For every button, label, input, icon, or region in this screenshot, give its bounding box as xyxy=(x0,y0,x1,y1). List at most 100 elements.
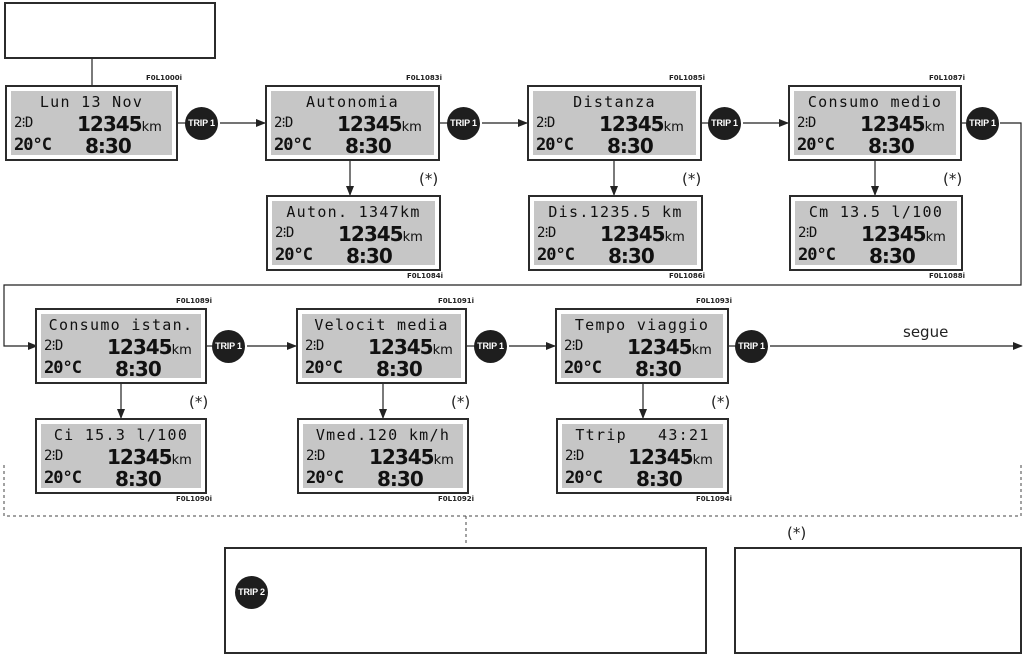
odometer-value: 12345 xyxy=(627,335,693,359)
odometer-unit: km xyxy=(924,120,945,135)
lcd-panel: Autonomia 2⁝D 20°C 12345km 8:30 xyxy=(265,85,440,161)
lcd-screen: Distanza 2⁝D 20°C 12345km 8:30 xyxy=(533,91,696,158)
odometer-unit: km xyxy=(171,453,192,468)
figure-code: F0L1083i xyxy=(406,74,442,82)
lcd-title: Ci 15.3 l/100 xyxy=(53,426,189,444)
odometer-value: 12345 xyxy=(628,445,694,469)
clock-readout: 8:30 xyxy=(346,244,393,268)
odometer-value: 12345 xyxy=(368,335,434,359)
lcd-title: Tempo viaggio xyxy=(574,316,710,334)
figure-code: F0L1090i xyxy=(176,495,212,503)
lcd-screen: Consumo medio 2⁝D 20°C 12345km 8:30 xyxy=(794,91,956,158)
clock-readout: 8:30 xyxy=(608,244,655,268)
lights-icon: 2⁝D xyxy=(305,338,324,354)
lcd-title: Cm 13.5 l/100 xyxy=(808,203,944,221)
temperature-readout: 20°C xyxy=(797,135,835,155)
asterisk-note: (*) xyxy=(682,170,702,188)
figure-code: F0L1089i xyxy=(176,297,212,305)
lcd-panel: Velocit media 2⁝D 20°C 12345km 8:30 xyxy=(296,308,467,384)
trip1-button: TRIP 1 xyxy=(447,107,480,140)
lights-icon: 2⁝D xyxy=(275,225,294,241)
asterisk-note: (*) xyxy=(943,170,963,188)
lcd-title: Consumo istan. xyxy=(48,316,194,334)
odometer-readout: 12345km xyxy=(861,222,946,246)
asterisk-note: (*) xyxy=(787,524,807,542)
lcd-screen: Lun 13 Nov 2⁝D 20°C 12345km 8:30 xyxy=(11,91,172,158)
lights-icon: 2⁝D xyxy=(44,338,63,354)
figure-code: F0L1087i xyxy=(929,74,965,82)
temperature-readout: 20°C xyxy=(536,135,574,155)
lcd-panel: Consumo istan. 2⁝D 20°C 12345km 8:30 xyxy=(35,308,207,384)
temperature-readout: 20°C xyxy=(44,468,82,488)
odometer-value: 12345 xyxy=(337,112,403,136)
lights-icon: 2⁝D xyxy=(274,115,293,131)
odometer-readout: 12345km xyxy=(628,445,713,469)
odometer-unit: km xyxy=(664,230,685,245)
temperature-readout: 20°C xyxy=(14,135,52,155)
lcd-screen: Ci 15.3 l/100 2⁝D 20°C 12345km 8:30 xyxy=(41,424,201,491)
clock-readout: 8:30 xyxy=(345,134,392,158)
odometer-unit: km xyxy=(692,453,713,468)
lights-icon: 2⁝D xyxy=(14,115,33,131)
lcd-title: Autonomia xyxy=(306,93,399,111)
odometer-value: 12345 xyxy=(107,335,173,359)
figure-code: F0L1093i xyxy=(696,297,732,305)
trip1-button: TRIP 1 xyxy=(212,330,245,363)
odometer-readout: 12345km xyxy=(599,112,684,136)
odometer-value: 12345 xyxy=(107,445,173,469)
figure-code: F0L1000i xyxy=(146,74,182,82)
odometer-unit: km xyxy=(691,343,712,358)
figure-code: F0L1094i xyxy=(696,495,732,503)
odometer-readout: 12345km xyxy=(600,222,685,246)
odometer-value: 12345 xyxy=(599,112,665,136)
trip1-button: TRIP 1 xyxy=(966,107,999,140)
lcd-screen: Velocit media 2⁝D 20°C 12345km 8:30 xyxy=(302,314,461,381)
lcd-panel: Consumo medio 2⁝D 20°C 12345km 8:30 xyxy=(788,85,962,161)
odometer-readout: 12345km xyxy=(107,335,192,359)
lcd-screen: Dis.1235.5 km 2⁝D 20°C 12345km 8:30 xyxy=(534,201,697,268)
lights-icon: 2⁝D xyxy=(564,338,583,354)
lcd-panel: Vmed.120 km/h 2⁝D 20°C 12345km 8:30 xyxy=(297,418,469,494)
lights-icon: 2⁝D xyxy=(565,448,584,464)
lights-icon: 2⁝D xyxy=(44,448,63,464)
clock-readout: 8:30 xyxy=(868,134,915,158)
asterisk-note: (*) xyxy=(451,393,471,411)
lcd-title: Lun 13 Nov xyxy=(39,93,144,111)
temperature-readout: 20°C xyxy=(564,358,602,378)
lcd-panel: Distanza 2⁝D 20°C 12345km 8:30 xyxy=(527,85,702,161)
asterisk-note: (*) xyxy=(711,393,731,411)
lcd-title: Velocit media xyxy=(314,316,449,334)
lcd-screen: Ttrip 43:21 2⁝D 20°C 12345km 8:30 xyxy=(562,424,723,491)
odometer-value: 12345 xyxy=(77,112,143,136)
lcd-panel: Ttrip 43:21 2⁝D 20°C 12345km 8:30 xyxy=(556,418,729,494)
trip1-button: TRIP 1 xyxy=(185,107,218,140)
trip1-button: TRIP 1 xyxy=(474,330,507,363)
lcd-panel: Tempo viaggio 2⁝D 20°C 12345km 8:30 xyxy=(555,308,729,384)
odometer-unit: km xyxy=(925,230,946,245)
lcd-title: Consumo medio xyxy=(807,93,943,111)
odometer-unit: km xyxy=(663,120,684,135)
temperature-readout: 20°C xyxy=(305,358,343,378)
temperature-readout: 20°C xyxy=(798,245,836,265)
lcd-panel: Cm 13.5 l/100 2⁝D 20°C 12345km 8:30 xyxy=(789,195,963,271)
odometer-unit: km xyxy=(171,343,192,358)
temperature-readout: 20°C xyxy=(565,468,603,488)
lcd-title: Distanza xyxy=(573,93,656,111)
figure-code: F0L1092i xyxy=(438,495,474,503)
lcd-screen: Autonomia 2⁝D 20°C 12345km 8:30 xyxy=(271,91,434,158)
odometer-unit: km xyxy=(433,453,454,468)
odometer-value: 12345 xyxy=(860,112,926,136)
lcd-screen: Consumo istan. 2⁝D 20°C 12345km 8:30 xyxy=(41,314,201,381)
trip1-button: TRIP 1 xyxy=(735,330,768,363)
figure-code: F0L1086i xyxy=(669,272,705,280)
lcd-screen: Cm 13.5 l/100 2⁝D 20°C 12345km 8:30 xyxy=(795,201,957,268)
lights-icon: 2⁝D xyxy=(536,115,555,131)
lcd-screen: Vmed.120 km/h 2⁝D 20°C 12345km 8:30 xyxy=(303,424,463,491)
odometer-value: 12345 xyxy=(338,222,404,246)
figure-code: F0L1084i xyxy=(407,272,443,280)
odometer-value: 12345 xyxy=(861,222,927,246)
clock-readout: 8:30 xyxy=(869,244,916,268)
odometer-unit: km xyxy=(141,120,162,135)
clock-readout: 8:30 xyxy=(607,134,654,158)
